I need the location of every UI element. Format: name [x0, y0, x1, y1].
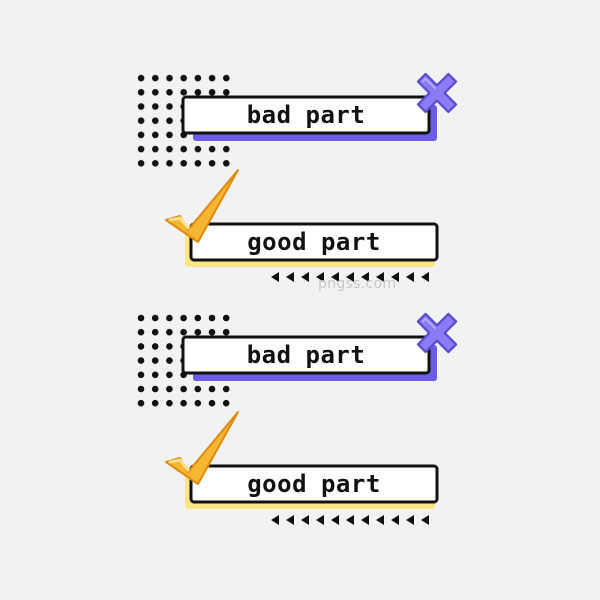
- watermark: pngss.com: [318, 276, 397, 292]
- good-label-2: good part: [247, 470, 381, 498]
- good-block-2: [164, 410, 439, 525]
- good-block-1: [164, 168, 439, 282]
- good-label-1: good part: [247, 228, 381, 256]
- bad-label-2: bad part: [246, 341, 366, 369]
- bad-block-1: [134, 71, 457, 171]
- label-box: [181, 95, 431, 135]
- arrow-row-icon: [271, 515, 429, 525]
- label-box: [189, 464, 439, 504]
- bad-label-1: bad part: [246, 101, 366, 129]
- label-box: [189, 222, 439, 262]
